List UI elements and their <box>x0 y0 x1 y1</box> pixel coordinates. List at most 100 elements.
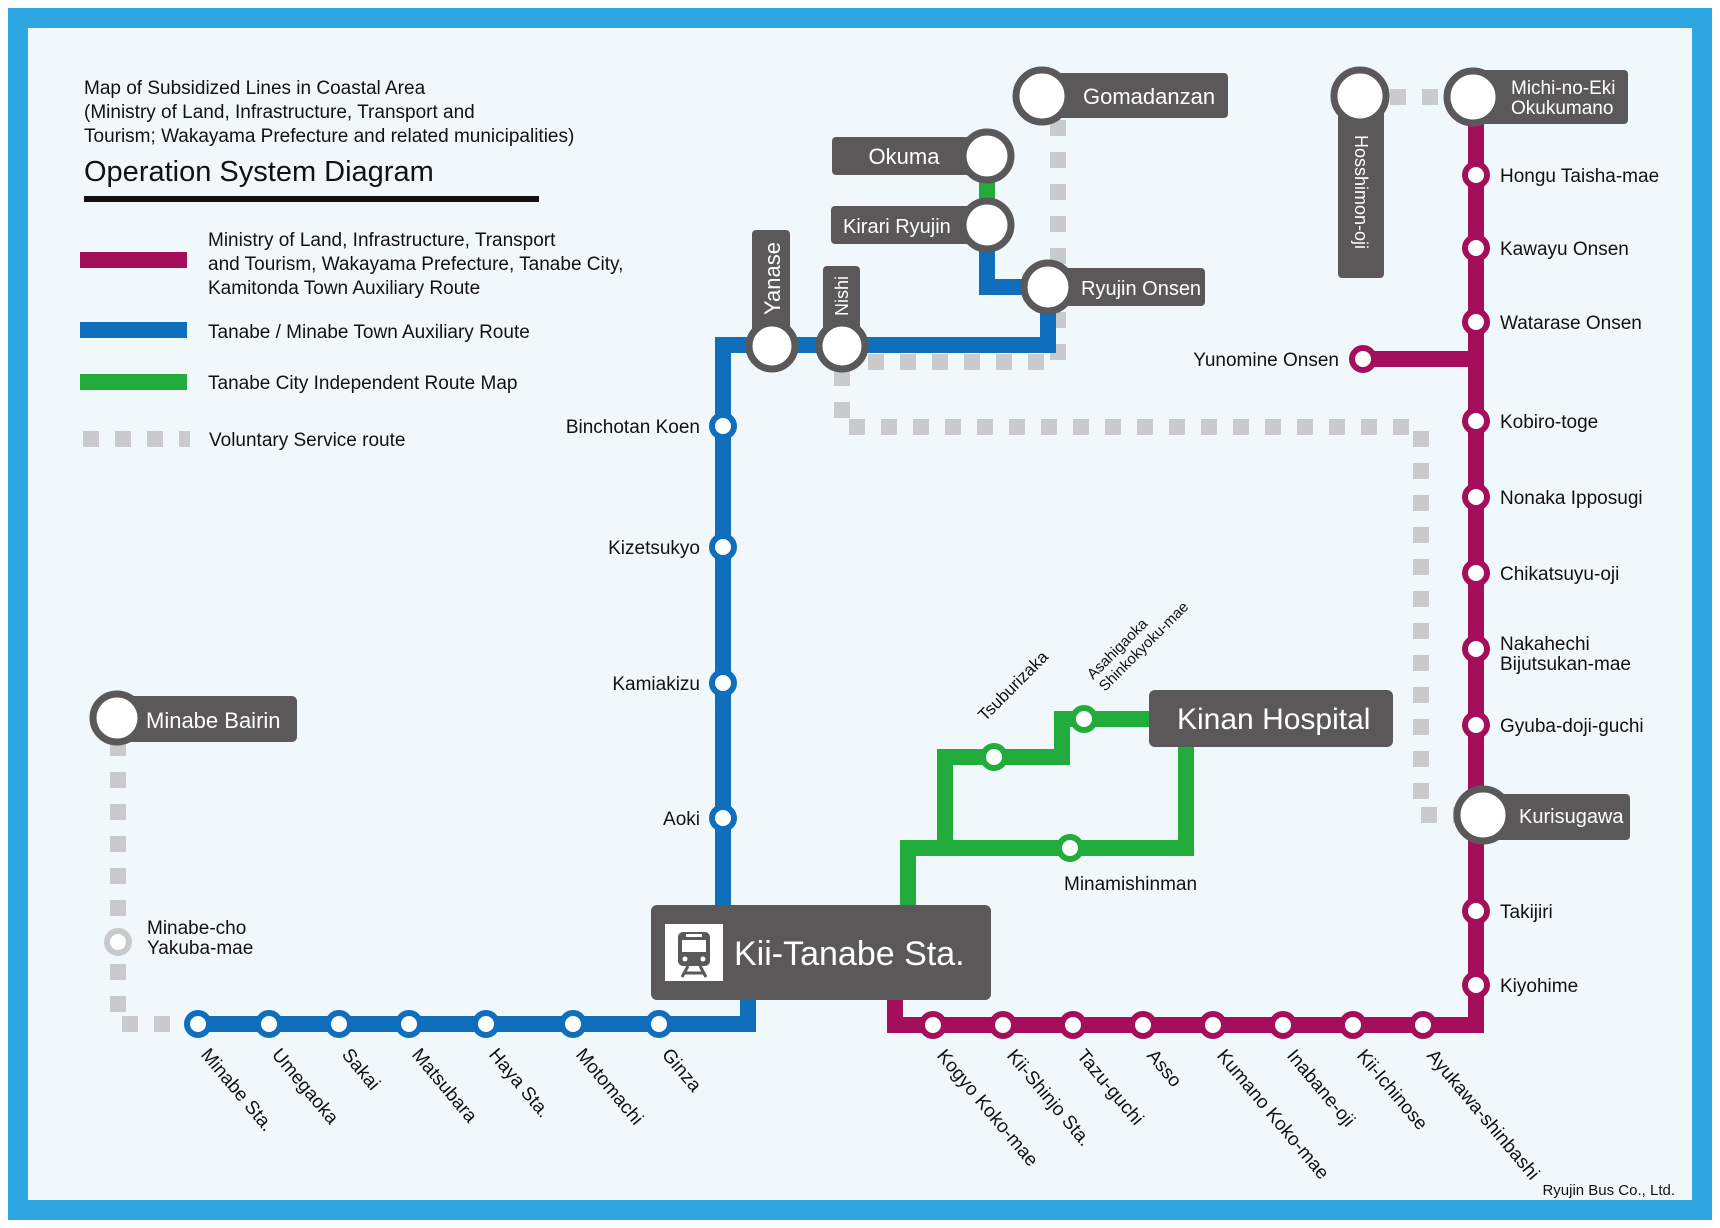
stop-marker-tsuburizaka[interactable] <box>980 743 1008 771</box>
stop-marker-kamiakizu[interactable] <box>709 669 737 697</box>
legend: Ministry of Land, Infrastructure, Transp… <box>80 230 623 451</box>
stop-marker-chikatsuyu-oji[interactable] <box>1462 559 1490 587</box>
station-nishi[interactable]: Nishi <box>815 266 869 373</box>
station-marker <box>1330 66 1390 126</box>
station-name: Nishi <box>832 276 852 316</box>
station-name: Kirari Ryujin <box>843 216 951 238</box>
stop-marker-tazu-guchi[interactable] <box>1059 1011 1087 1039</box>
stop-marker-minabe-cho-yakuba-mae[interactable] <box>104 928 132 956</box>
station-marker <box>1453 785 1513 845</box>
legend-label-blue: Tanabe / Minabe Town Auxiliary Route <box>208 322 530 343</box>
label-box <box>1149 690 1393 747</box>
stop-marker-asahigaoka-shinkokyoku-mae[interactable] <box>1070 705 1098 733</box>
stop-label: Hongu Taisha-mae <box>1500 166 1659 187</box>
stop-marker-watarase-onsen[interactable] <box>1462 308 1490 336</box>
station-name-line-2: Okukumano <box>1511 98 1613 119</box>
voluntary-routes <box>110 89 1455 1032</box>
station-kinan-hospital[interactable]: Kinan Hospital <box>1149 690 1393 747</box>
stop-marker-kiyohime[interactable] <box>1462 971 1490 999</box>
page-title: Operation System Diagram <box>84 156 434 188</box>
station-name: Hosshimon-oji <box>1351 135 1371 249</box>
station-michi-no-eki-okukumano[interactable]: Michi-no-Eki Okukumano <box>1443 67 1628 127</box>
subtitle-line-3: Tourism; Wakayama Prefecture and related… <box>84 126 574 147</box>
legend-label-magenta-3: Kamitonda Town Auxiliary Route <box>208 278 480 299</box>
legend-label-green: Tanabe City Independent Route Map <box>208 373 518 394</box>
stop-marker-kumano-koko-mae[interactable] <box>1199 1011 1227 1039</box>
subtitle-line-2: (Ministry of Land, Infrastructure, Trans… <box>84 102 475 123</box>
station-name: Yanase <box>760 242 785 315</box>
station-okuma[interactable]: Okuma <box>832 128 1015 184</box>
header: Map of Subsidized Lines in Coastal Area … <box>84 78 574 202</box>
stop-label: Kizetsukyo <box>608 538 700 559</box>
station-gomadanzan[interactable]: Gomadanzan <box>1012 66 1228 126</box>
stop-marker-kobiro-toge[interactable] <box>1462 407 1490 435</box>
station-yanase[interactable]: Yanase <box>745 230 799 373</box>
label-box <box>1470 70 1628 124</box>
credit: Ryujin Bus Co., Ltd. <box>1542 1182 1675 1199</box>
stop-label: Kawayu Onsen <box>1500 239 1629 260</box>
station-hosshimon-oji[interactable]: Hosshimon-oji <box>1330 66 1390 278</box>
stop-label: Watarase Onsen <box>1500 313 1642 334</box>
stop-marker-motomachi[interactable] <box>559 1010 587 1038</box>
stop-label: Kamiakizu <box>612 674 700 695</box>
hub-name: Kii-Tanabe Sta. <box>734 935 965 973</box>
station-marker <box>959 128 1015 184</box>
stop-marker-hongu-taisha-mae[interactable] <box>1462 161 1490 189</box>
voluntary-route-minabe <box>110 740 190 1032</box>
stop-marker-gyuba-doji-guchi[interactable] <box>1462 711 1490 739</box>
label-box <box>1480 794 1630 840</box>
legend-label-magenta-2: and Tourism, Wakayama Prefecture, Tanabe… <box>208 254 623 275</box>
stop-marker-inabane-oji[interactable] <box>1269 1011 1297 1039</box>
station-marker <box>815 319 869 373</box>
stop-marker-takijiri[interactable] <box>1462 897 1490 925</box>
station-minabe-bairin[interactable]: Minabe Bairin <box>89 690 297 746</box>
station-kirari-ryujin[interactable]: Kirari Ryujin <box>831 197 1015 253</box>
legend-label-dotted: Voluntary Service route <box>209 430 405 451</box>
stop-marker-kogyo-koko-mae[interactable] <box>919 1011 947 1039</box>
stop-label: Yunomine Onsen <box>1193 350 1339 371</box>
station-name: Okuma <box>869 144 941 169</box>
stop-marker-umegaoka[interactable] <box>255 1010 283 1038</box>
stop-label: Kobiro-toge <box>1500 412 1598 433</box>
station-ryujin-onsen[interactable]: Ryujin Onsen <box>1020 259 1205 315</box>
stop-marker-kii-ichinose[interactable] <box>1339 1011 1367 1039</box>
stop-marker-aoki[interactable] <box>709 804 737 832</box>
stop-marker-asso[interactable] <box>1129 1011 1157 1039</box>
stop-marker-ginza[interactable] <box>645 1010 673 1038</box>
stop-marker-kii-shinjo-sta[interactable] <box>989 1011 1017 1039</box>
stop-marker-yunomine-onsen[interactable] <box>1349 345 1377 373</box>
stop-label: Nonaka Ipposugi <box>1500 488 1643 509</box>
legend-swatch-green <box>80 374 187 390</box>
station-marker <box>1012 66 1072 126</box>
stop-marker-sakai[interactable] <box>325 1010 353 1038</box>
stop-marker-nakahechi-bijutsukan-mae[interactable] <box>1462 635 1490 663</box>
stop-marker-nonaka-ipposugi[interactable] <box>1462 483 1490 511</box>
stop-marker-matsubara[interactable] <box>395 1010 423 1038</box>
station-marker <box>1020 259 1076 315</box>
stop-marker-binchotan-koen[interactable] <box>709 412 737 440</box>
train-icon <box>665 924 723 981</box>
stop-marker-minabe-sta[interactable] <box>184 1010 212 1038</box>
station-name: Kinan Hospital <box>1177 703 1370 736</box>
voluntary-route-nishi-kurisugawa <box>834 370 1455 823</box>
title-underline <box>84 196 539 202</box>
stop-marker-ayukawa-shinbashi[interactable] <box>1409 1011 1437 1039</box>
station-name: Ryujin Onsen <box>1081 278 1201 300</box>
station-kurisugawa[interactable]: Kurisugawa <box>1453 785 1630 845</box>
stop-marker-kawayu-onsen[interactable] <box>1462 234 1490 262</box>
station-name-line-1: Michi-no-Eki <box>1511 78 1616 99</box>
station-marker <box>1443 67 1503 127</box>
station-marker <box>959 197 1015 253</box>
legend-swatch-blue <box>80 322 187 338</box>
station-kii-tanabe[interactable]: Kii-Tanabe Sta. <box>651 905 991 1000</box>
stop-marker-kizetsukyo[interactable] <box>709 533 737 561</box>
label-box <box>831 206 991 244</box>
label-box <box>1045 268 1205 306</box>
stop-marker-minamishinman[interactable] <box>1056 834 1084 862</box>
label-box <box>1040 73 1228 118</box>
stop-marker-haya-sta[interactable] <box>472 1010 500 1038</box>
legend-label-magenta-1: Ministry of Land, Infrastructure, Transp… <box>208 230 556 251</box>
